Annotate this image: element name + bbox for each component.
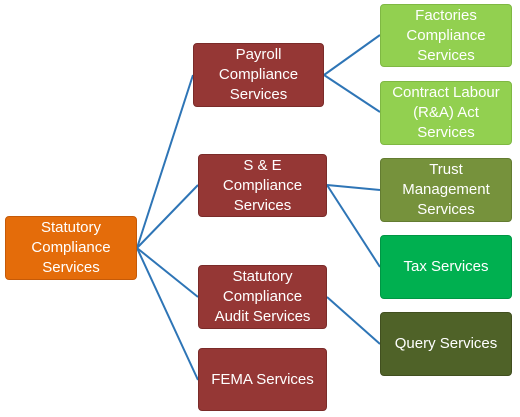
node-query-services: Query Services [380, 312, 512, 376]
connector-audit-query [326, 296, 381, 345]
connector-root-fema [136, 247, 199, 381]
connector-root-se [136, 184, 199, 249]
connector-se-tax [326, 184, 381, 268]
connector-root-payroll [136, 74, 194, 249]
connector-root-audit [136, 247, 199, 298]
node-payroll-compliance-services: Payroll Compliance Services [193, 43, 324, 107]
connector-payroll-factories [323, 34, 381, 76]
node-trust-management-services: Trust Management Services [380, 158, 512, 222]
node-statutory-compliance-services: Statutory Compliance Services [5, 216, 137, 280]
connector-se-trust [326, 184, 381, 191]
node-factories-compliance-services: Factories Compliance Services [380, 4, 512, 67]
node-fema-services: FEMA Services [198, 348, 327, 411]
node-se-compliance-services: S & E Compliance Services [198, 154, 327, 217]
node-contract-labour-services: Contract Labour (R&A) Act Services [380, 81, 512, 145]
connector-payroll-contract [323, 74, 381, 113]
node-statutory-compliance-audit-services: Statutory Compliance Audit Services [198, 265, 327, 329]
node-tax-services: Tax Services [380, 235, 512, 299]
